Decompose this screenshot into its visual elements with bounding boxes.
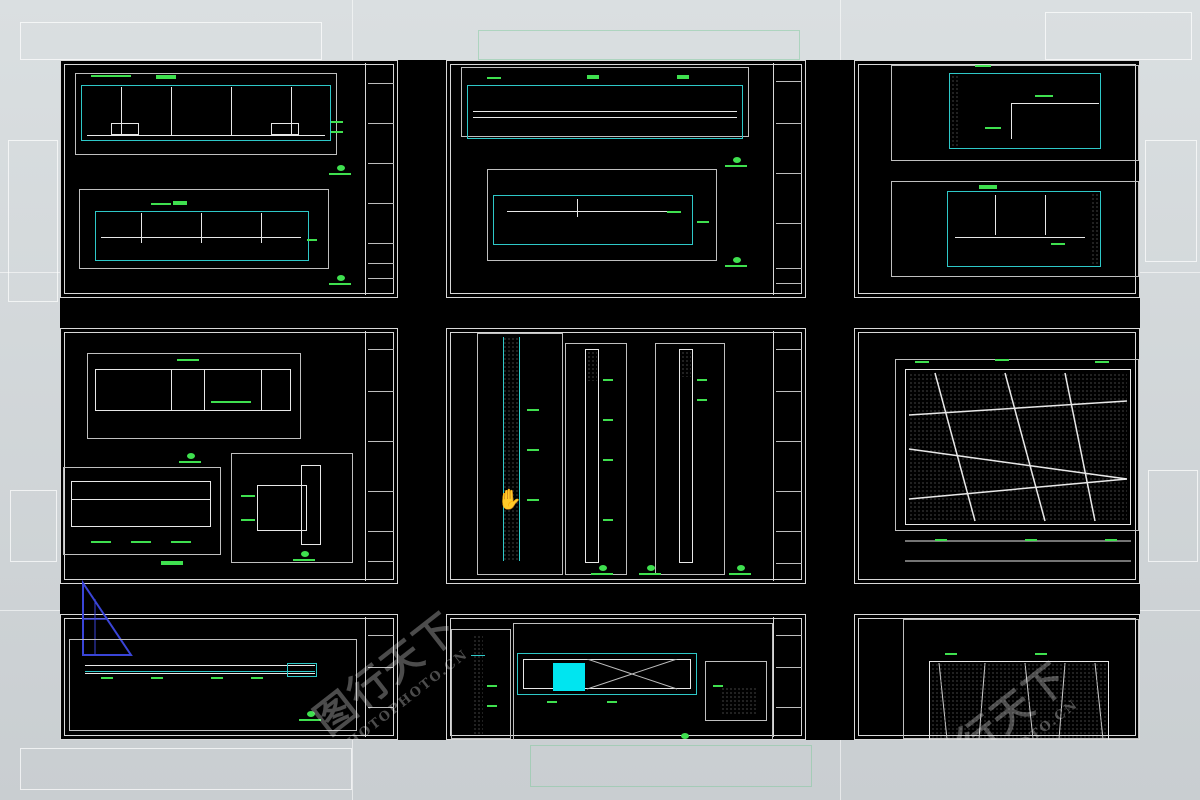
background-line bbox=[352, 0, 353, 60]
sheet-border bbox=[64, 618, 394, 736]
sheet-border bbox=[64, 64, 394, 294]
drawing-sheet-b3[interactable] bbox=[854, 328, 1140, 584]
section-outline bbox=[947, 191, 1101, 267]
drawing-sheet-c3[interactable] bbox=[854, 614, 1140, 740]
wall-section-view bbox=[655, 343, 725, 575]
background-line bbox=[840, 740, 841, 800]
background-line bbox=[0, 272, 60, 273]
ceiling-grid bbox=[905, 369, 1131, 525]
drawing-sheet-a3[interactable] bbox=[854, 60, 1140, 298]
background-line bbox=[840, 0, 841, 60]
section-view bbox=[891, 181, 1139, 277]
background-sheet bbox=[20, 748, 352, 790]
sheet-border bbox=[858, 332, 1136, 580]
wall-section-view bbox=[477, 333, 563, 575]
ceiling-pattern-lines bbox=[905, 372, 1131, 562]
section-outline bbox=[95, 211, 309, 261]
background-sheet bbox=[8, 140, 58, 302]
elevation-outline bbox=[81, 85, 331, 141]
title-block bbox=[773, 63, 804, 295]
elevation-view bbox=[461, 67, 749, 137]
background-sheet bbox=[1045, 12, 1192, 60]
drawing-sheet-c2[interactable] bbox=[446, 614, 806, 740]
background-line bbox=[0, 610, 60, 611]
plan-view bbox=[87, 353, 301, 439]
background-sheet bbox=[530, 745, 812, 787]
drawing-sheet-c1[interactable] bbox=[60, 579, 398, 740]
drawing-sheet-b1[interactable] bbox=[60, 328, 398, 584]
elevation-outline bbox=[949, 73, 1101, 149]
section-view bbox=[79, 189, 329, 269]
sheet-border bbox=[450, 618, 802, 736]
panel-cross-lines bbox=[587, 659, 678, 690]
hand-cursor-icon: ✋ bbox=[497, 487, 522, 511]
background-line bbox=[1140, 272, 1200, 273]
elevation-outline bbox=[467, 85, 743, 139]
elevation-view bbox=[891, 65, 1139, 161]
ceiling-plan-view bbox=[895, 359, 1139, 531]
cad-drawing-canvas[interactable]: ✋ bbox=[60, 60, 1140, 740]
elevation-view bbox=[513, 623, 773, 740]
section-outline bbox=[493, 195, 693, 245]
background-sheet bbox=[1145, 140, 1197, 262]
highlighted-panel bbox=[553, 663, 585, 691]
background-sheet bbox=[1148, 470, 1198, 562]
sheet-border bbox=[450, 332, 802, 580]
title-block bbox=[365, 63, 396, 295]
drawing-sheet-a2[interactable] bbox=[446, 60, 806, 298]
background-sheet bbox=[478, 30, 800, 60]
background-sheet bbox=[20, 22, 322, 60]
elevation-outline bbox=[517, 653, 697, 695]
title-block bbox=[773, 331, 804, 581]
sheet-border bbox=[858, 64, 1136, 294]
detail-view bbox=[63, 467, 221, 555]
sheet-border bbox=[450, 64, 802, 294]
section-view bbox=[231, 453, 353, 563]
drawing-sheet-b2[interactable]: ✋ bbox=[446, 328, 806, 584]
title-block bbox=[773, 617, 804, 737]
title-block bbox=[365, 331, 396, 581]
background-line bbox=[352, 740, 353, 800]
ucs-axis-icon bbox=[82, 579, 133, 656]
drawing-sheet-a1[interactable] bbox=[60, 60, 398, 298]
title-block bbox=[365, 617, 396, 737]
sheet-border bbox=[64, 332, 394, 580]
plan-strip-view bbox=[69, 639, 357, 731]
wall-section-view bbox=[451, 629, 511, 739]
elevation-view bbox=[75, 73, 337, 155]
background-line bbox=[1140, 610, 1200, 611]
detail-view bbox=[705, 661, 767, 721]
background-sheet bbox=[10, 490, 57, 562]
section-view bbox=[487, 169, 717, 261]
